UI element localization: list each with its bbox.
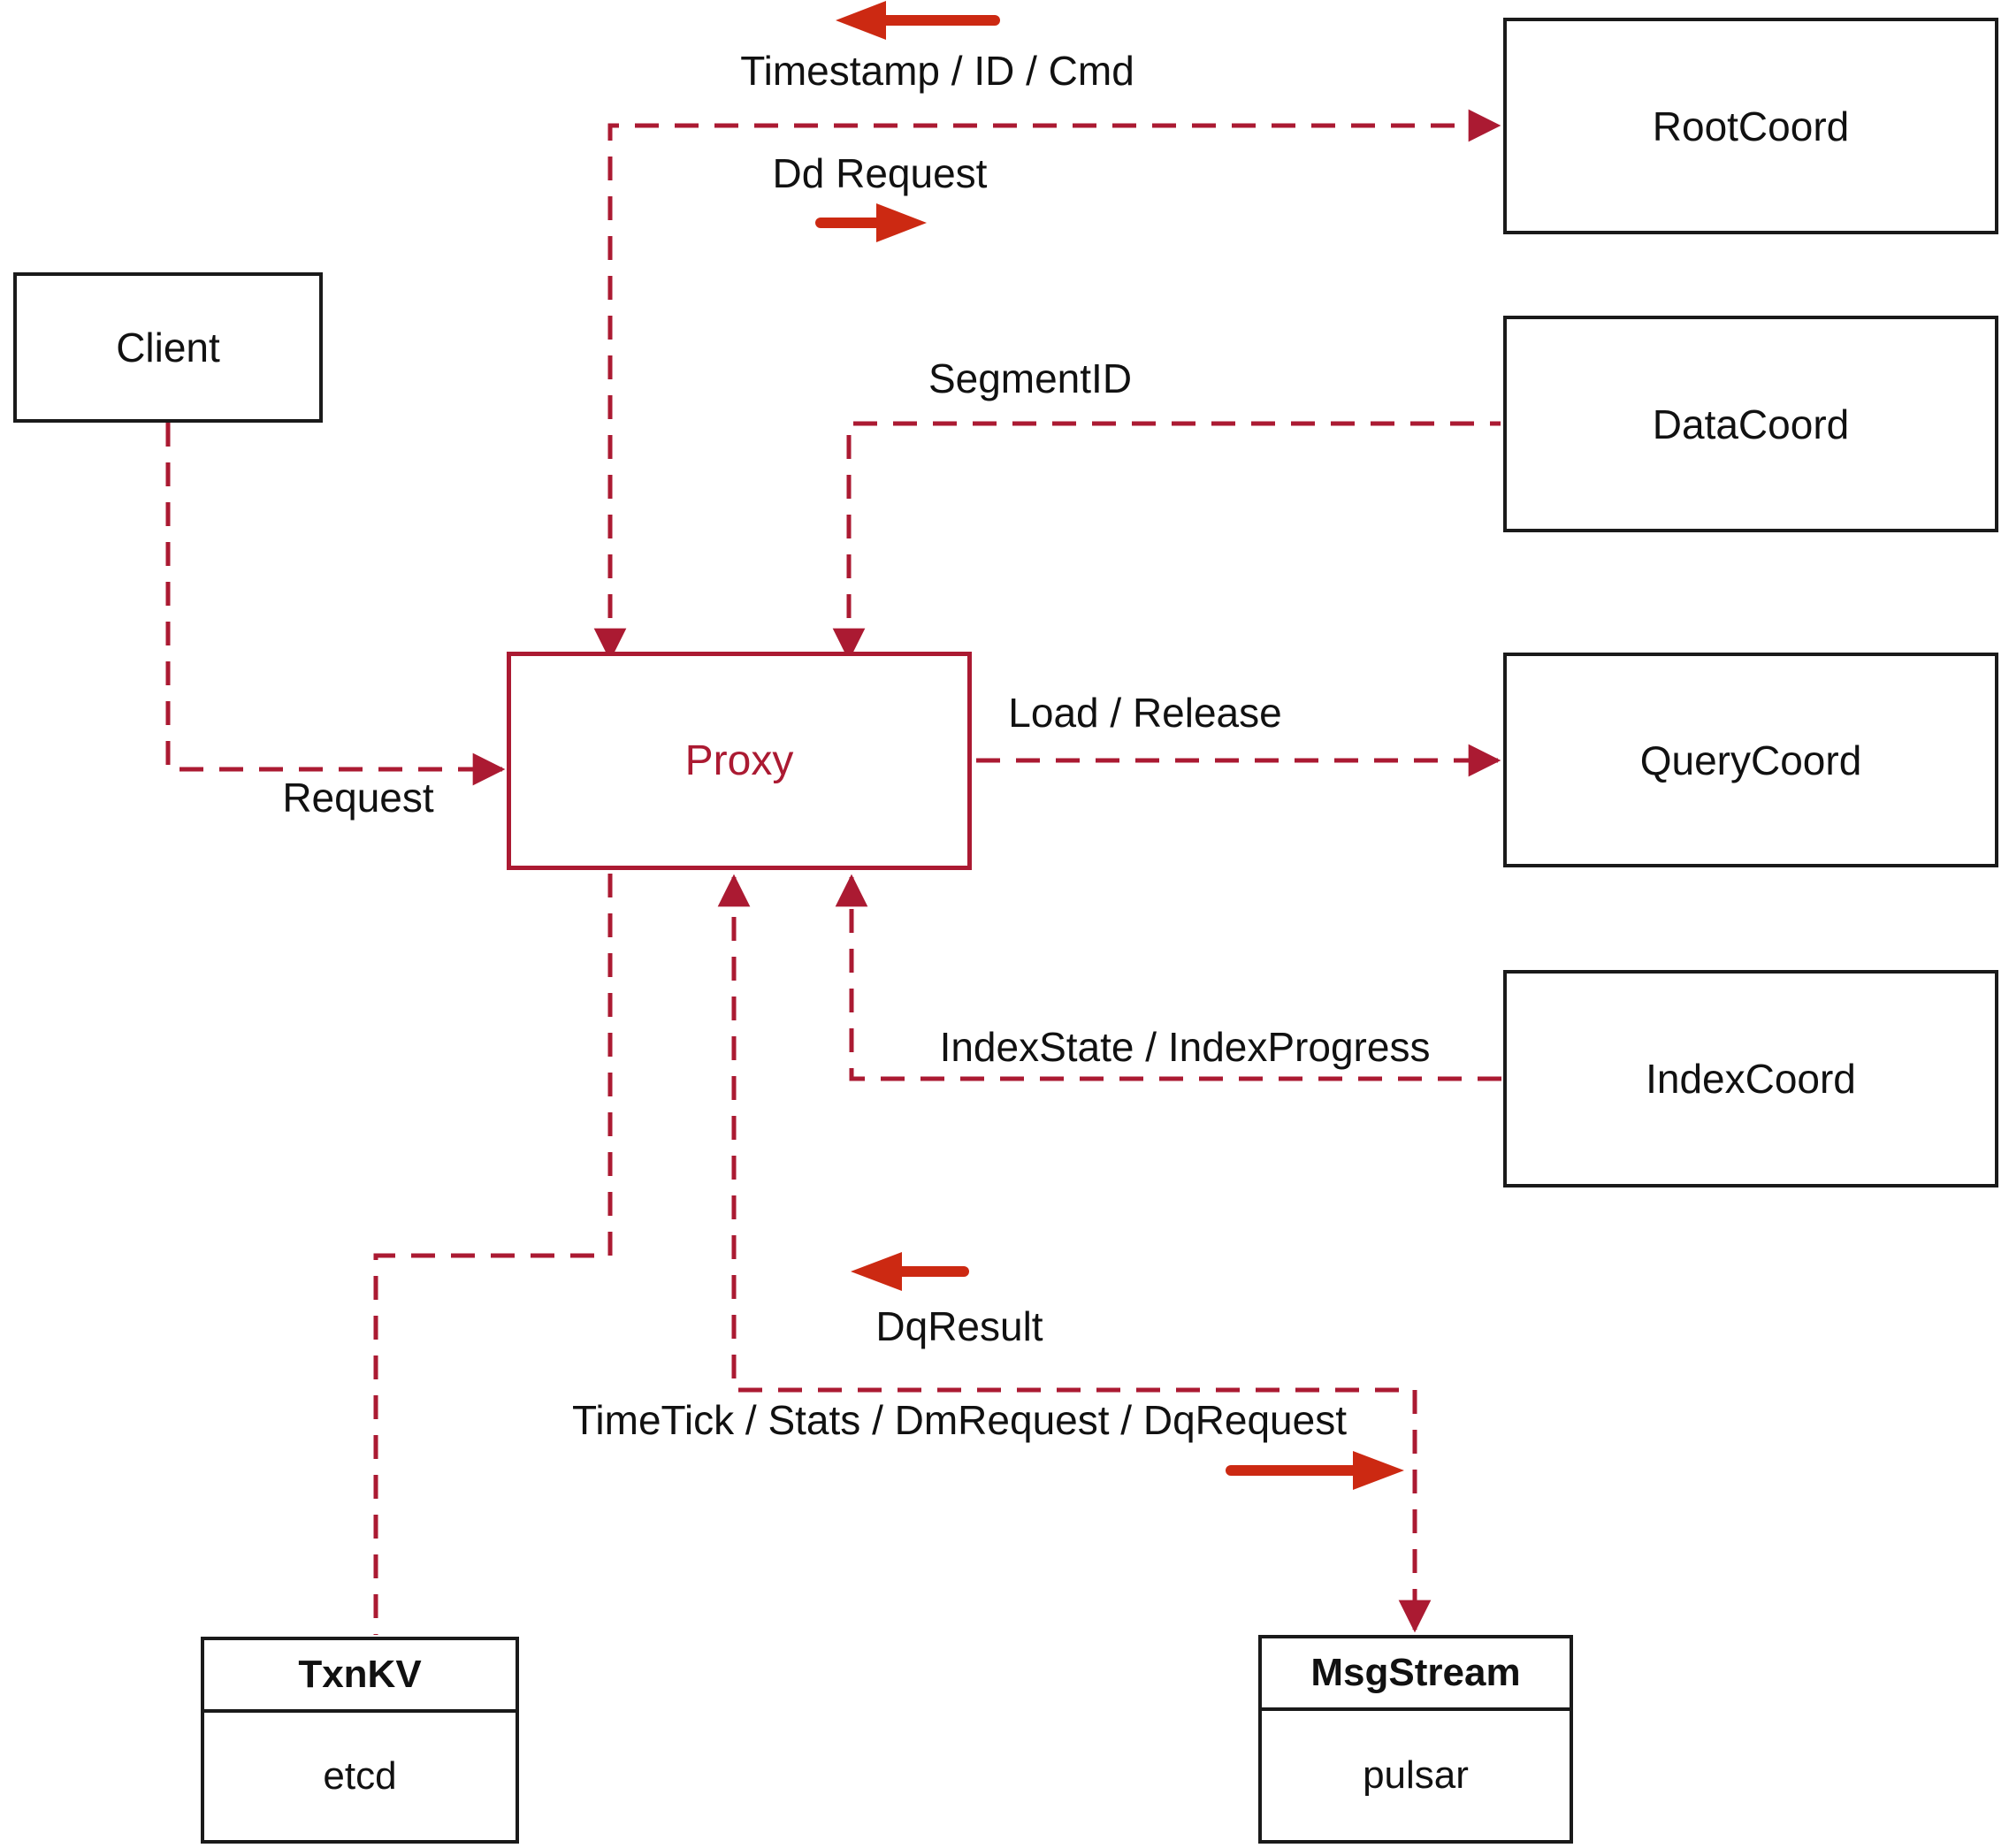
edge-label-dq-result: DqResult — [875, 1303, 1043, 1349]
edge-proxy-msgstream — [717, 874, 1432, 1633]
node-datacoord: DataCoord — [1503, 316, 1998, 532]
timestamp-direction-arrow-left — [836, 1, 1000, 40]
edge-proxy-rootcoord — [593, 109, 1501, 661]
node-indexcoord: IndexCoord — [1503, 970, 1998, 1187]
node-proxy: Proxy — [507, 652, 972, 870]
node-indexcoord-label: IndexCoord — [1646, 1056, 1856, 1102]
dd-request-direction-arrow-right — [815, 203, 927, 242]
node-txnkv-subtitle: etcd — [323, 1754, 397, 1798]
edge-client-to-proxy — [165, 423, 506, 786]
node-querycoord-label: QueryCoord — [1639, 737, 1862, 783]
node-msgstream-title: MsgStream — [1262, 1638, 1570, 1711]
edge-label-index-state-progress: IndexState / IndexProgress — [939, 1024, 1431, 1070]
node-proxy-label: Proxy — [684, 737, 794, 784]
node-rootcoord-label: RootCoord — [1652, 103, 1850, 149]
edge-label-request: Request — [282, 775, 434, 821]
timetick-direction-arrow-right — [1226, 1451, 1404, 1490]
node-datacoord-label: DataCoord — [1652, 401, 1850, 447]
edge-label-timetick-stats: TimeTick / Stats / DmRequest / DqRequest — [572, 1397, 1347, 1443]
node-txnkv-title: TxnKV — [204, 1640, 516, 1713]
node-msgstream: MsgStream pulsar — [1258, 1635, 1573, 1844]
edge-label-load-release: Load / Release — [1008, 690, 1282, 736]
dq-result-direction-arrow-left — [851, 1252, 969, 1291]
node-querycoord: QueryCoord — [1503, 653, 1998, 867]
edge-label-timestamp-id-cmd: Timestamp / ID / Cmd — [740, 48, 1134, 94]
edge-label-dd-request: Dd Request — [772, 150, 988, 196]
node-rootcoord: RootCoord — [1503, 18, 1998, 234]
node-msgstream-subtitle: pulsar — [1363, 1753, 1469, 1797]
node-client: Client — [13, 272, 323, 423]
edge-label-segment-id: SegmentID — [928, 355, 1133, 401]
edge-proxy-to-txnkv — [373, 874, 613, 1635]
node-txnkv: TxnKV etcd — [201, 1637, 519, 1844]
edge-datacoord-to-proxy — [832, 421, 1501, 661]
node-client-label: Client — [116, 325, 220, 370]
